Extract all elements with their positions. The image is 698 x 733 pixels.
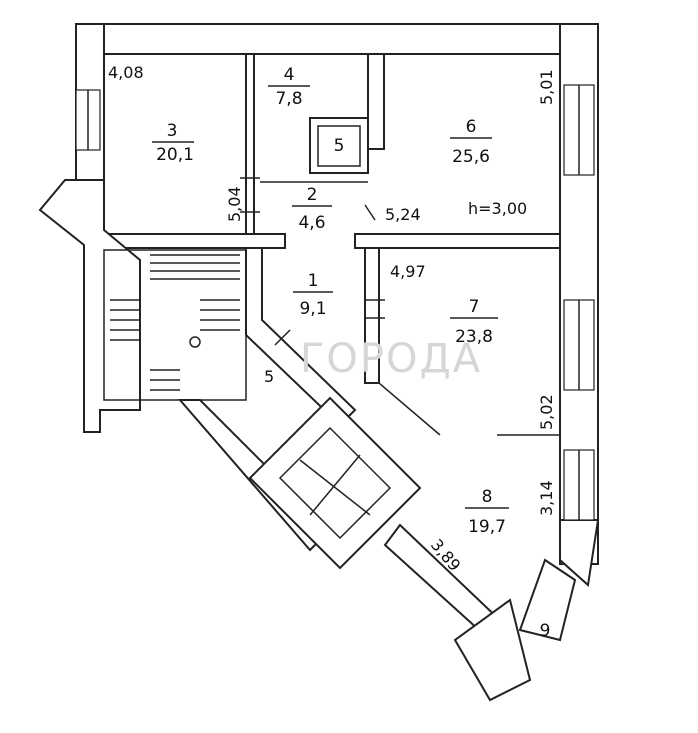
room-6: 6 25,6 [450,117,492,167]
dimension-label: 4,08 [108,63,144,82]
room-number: 3 [167,121,178,141]
room-area: 20,1 [156,145,194,165]
room-area: 19,7 [468,517,506,537]
closet-5-outline [309,117,369,174]
room-number: 8 [482,487,493,507]
dimension-ticks [240,177,385,346]
room-number: 2 [307,185,318,205]
room-area: 23,8 [455,327,493,347]
ceiling-height: h=3,00 [468,199,527,218]
staircase [110,254,240,391]
room-5: 5 [334,136,345,156]
dimension-label: 5,01 [537,69,556,105]
room-area: 7,8 [275,89,302,109]
dimension-label: 5,24 [385,205,421,224]
dimension-label: 5 [264,367,274,386]
elevator-icon [299,454,371,516]
room-number: 6 [466,117,477,137]
room-4: 4 7,8 [268,65,310,109]
outer-walls [38,23,600,702]
watermark: ГОРОДА [300,336,482,382]
dimension-label: 3,14 [537,480,556,516]
dimension-label: 4,97 [390,262,426,281]
room-8: 8 19,7 [465,487,509,537]
room-number: 9 [540,621,551,641]
room-number: 5 [334,136,345,156]
dimension-label: 5,04 [225,186,244,222]
dimension-label: 5,02 [537,394,556,430]
room-3: 3 20,1 [152,121,194,165]
room-area: 25,6 [452,147,490,167]
room-2: 2 4,6 [292,185,332,233]
room-number: 7 [469,297,480,317]
room-area: 9,1 [299,299,326,319]
room-7: 7 23,8 [450,297,498,347]
room-1: 1 9,1 [293,271,333,319]
windows [75,84,595,521]
room-number: 4 [284,65,295,85]
room-area: 4,6 [298,213,325,233]
room-9: 9 [540,621,551,641]
room-number: 1 [308,271,319,291]
